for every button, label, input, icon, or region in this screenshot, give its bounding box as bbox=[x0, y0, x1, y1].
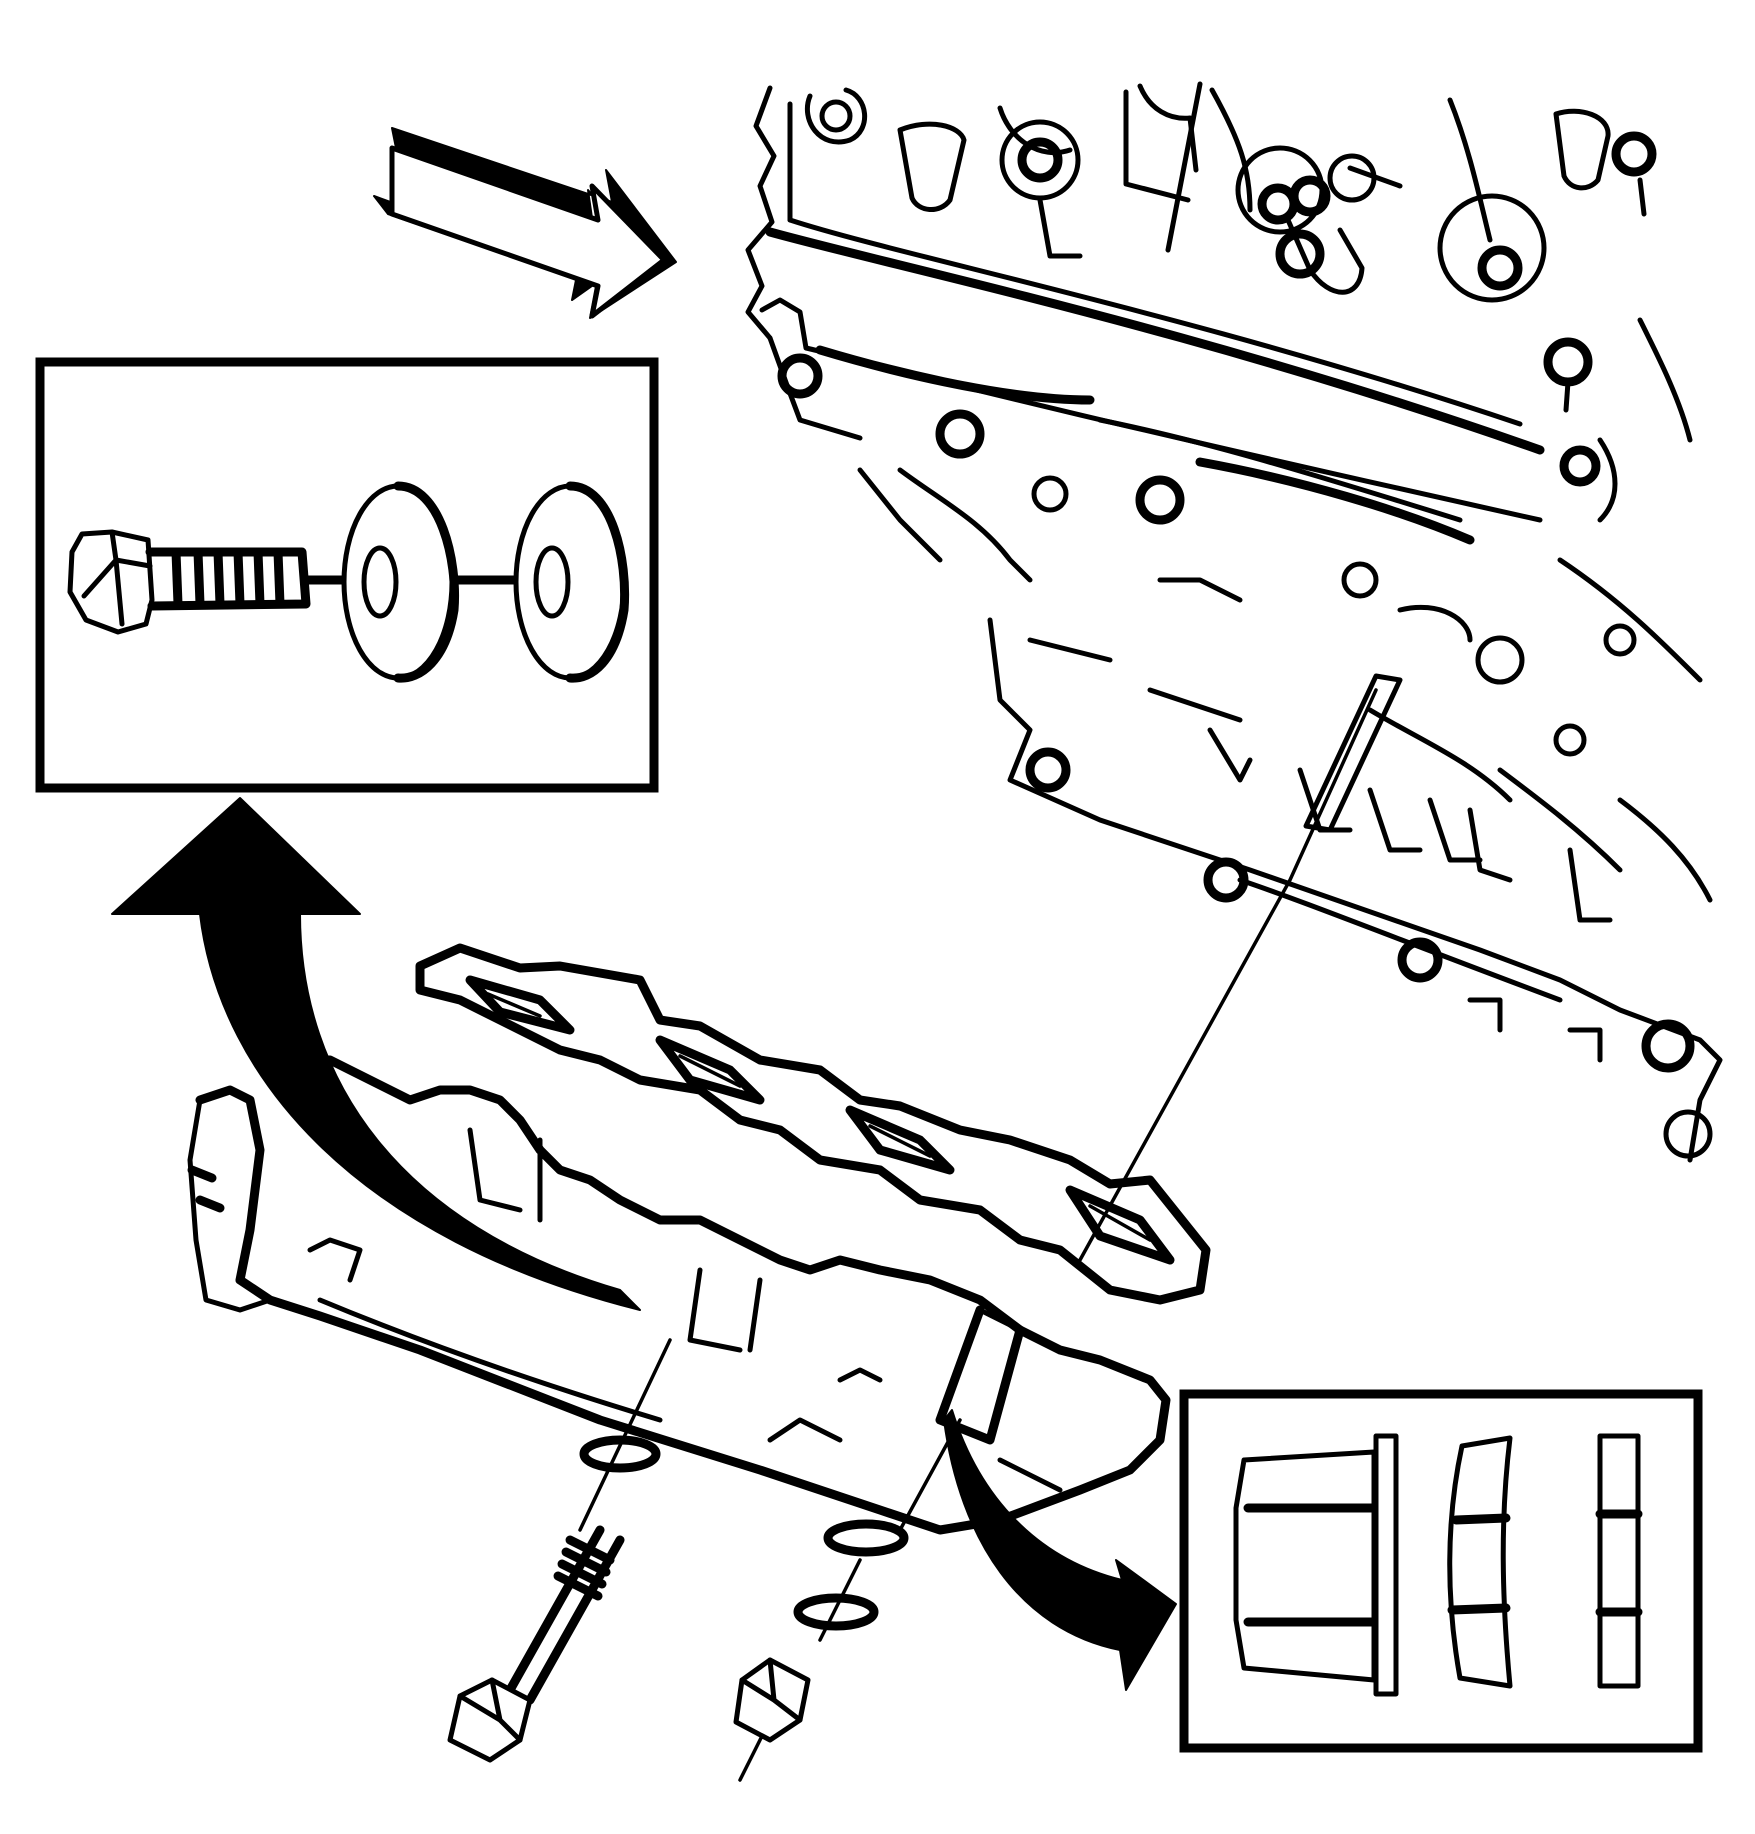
bolt-washer-detail-inset bbox=[35, 357, 659, 793]
exhaust-manifold bbox=[187, 1055, 1171, 1535]
curved-callout-arrow-icon bbox=[943, 1409, 1177, 1691]
view-direction-arrow-icon bbox=[373, 127, 677, 319]
manifold-fasteners bbox=[447, 1435, 909, 1763]
curved-callout-arrow-icon bbox=[111, 797, 641, 1311]
nut-washer-detail-inset bbox=[1179, 1389, 1703, 1753]
cylinder-head-illustration bbox=[745, 81, 1723, 1163]
exhaust-manifold-gasket bbox=[415, 943, 1211, 1305]
